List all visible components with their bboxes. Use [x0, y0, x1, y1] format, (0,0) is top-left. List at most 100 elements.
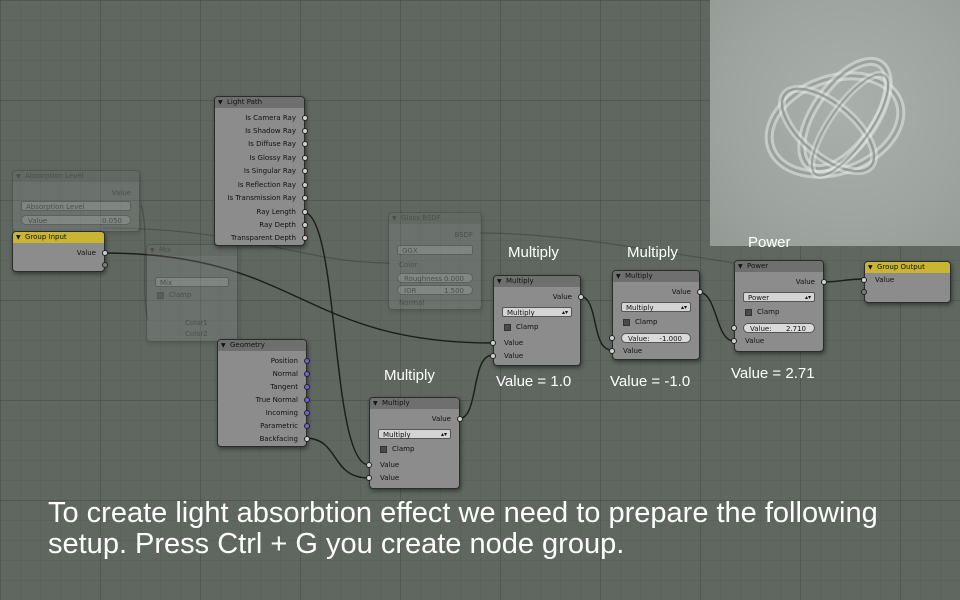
input-socket[interactable]	[490, 340, 496, 346]
output-socket[interactable]	[302, 235, 308, 241]
value-field[interactable]: Value:-1.000	[621, 333, 691, 343]
output-normal: Normal	[272, 370, 298, 378]
output-socket[interactable]	[578, 294, 584, 300]
output-socket[interactable]	[302, 115, 308, 121]
node-title: Multiply	[625, 272, 653, 280]
vector-output-socket[interactable]	[304, 397, 310, 403]
output-value: Value	[552, 293, 572, 301]
input-socket[interactable]	[609, 348, 615, 354]
output-socket[interactable]	[302, 182, 308, 188]
node-header[interactable]: ▼Light Path	[215, 97, 304, 108]
node-header[interactable]: ▼ Multiply	[613, 271, 699, 282]
wire-multiply-a-to-multiply-b	[457, 354, 494, 420]
color-label: Color	[399, 261, 418, 269]
value-field[interactable]: Value:2.710	[743, 323, 815, 333]
node-geometry[interactable]: ▼Geometry Position Normal Tangent True N…	[217, 339, 310, 447]
operation-select[interactable]: Multiply▴▾	[621, 302, 691, 312]
output-socket[interactable]	[302, 155, 308, 161]
vector-output-socket[interactable]	[304, 410, 310, 416]
collapse-arrow-icon: ▼	[150, 247, 155, 254]
collapse-arrow-icon[interactable]: ▼	[373, 400, 378, 407]
label-power: Power	[748, 234, 791, 251]
operation-select[interactable]: Multiply▴▾	[378, 429, 451, 439]
output-socket[interactable]	[302, 195, 308, 201]
dropdown-arrow-icon: ▴▾	[561, 309, 568, 316]
output-socket[interactable]	[102, 250, 108, 256]
clamp-checkbox[interactable]	[504, 324, 511, 331]
distribution-select: GGX	[397, 245, 473, 255]
node-header[interactable]: ▼Multiply	[494, 276, 580, 287]
vector-output-socket[interactable]	[304, 423, 310, 429]
output-socket[interactable]	[302, 168, 308, 174]
clamp-label: Clamp	[757, 308, 780, 316]
output-socket[interactable]	[304, 436, 310, 442]
collapse-arrow-icon[interactable]: ▼	[16, 234, 21, 241]
output-socket[interactable]	[302, 128, 308, 134]
label-value-power: Value = 2.71	[731, 365, 815, 382]
node-multiply-b[interactable]: ▼Multiply Value Multiply▴▾ Clamp Value V…	[490, 275, 584, 366]
output-socket[interactable]	[457, 416, 463, 422]
clamp-checkbox[interactable]	[745, 309, 752, 316]
clamp-checkbox[interactable]	[380, 446, 387, 453]
dropdown-arrow-icon: ▴▾	[440, 431, 447, 438]
output-backfacing: Backfacing	[259, 435, 298, 443]
output-is-glossy-ray: Is Glossy Ray	[249, 154, 296, 162]
collapse-arrow-icon[interactable]: ▼	[221, 342, 226, 349]
output-is-diffuse-ray: Is Diffuse Ray	[248, 140, 296, 148]
node-title: Multiply	[382, 399, 410, 407]
output-value: Value	[795, 278, 815, 286]
node-multiply-a[interactable]: ▼Multiply Value Multiply▴▾ Clamp Value V…	[366, 397, 463, 489]
node-group-output[interactable]: ▼Group Output Value	[861, 261, 951, 303]
node-header[interactable]: ▼Group Input	[13, 232, 104, 243]
node-header[interactable]: ▼Geometry	[218, 340, 306, 351]
label-value-c: Value = -1.0	[610, 373, 691, 390]
collapse-arrow-icon[interactable]: ▼	[497, 278, 502, 285]
collapse-arrow-icon[interactable]: ▼	[868, 264, 873, 271]
input-socket[interactable]	[861, 277, 867, 283]
output-is-reflection-ray: Is Reflection Ray	[237, 181, 296, 189]
clamp-label: Clamp	[516, 323, 539, 331]
render-preview[interactable]	[710, 0, 960, 246]
output-socket[interactable]	[302, 209, 308, 215]
vector-output-socket[interactable]	[304, 384, 310, 390]
empty-output-socket[interactable]	[102, 262, 108, 268]
vector-output-socket[interactable]	[304, 371, 310, 377]
node-header[interactable]: ▼ Multiply	[370, 398, 459, 409]
collapse-arrow-icon[interactable]: ▼	[218, 99, 223, 106]
tutorial-caption: To create light absorbtion effect we nee…	[48, 497, 878, 560]
vector-output-socket[interactable]	[304, 358, 310, 364]
output-socket[interactable]	[302, 141, 308, 147]
node-title: Power	[747, 262, 769, 270]
output-socket[interactable]	[821, 279, 827, 285]
ghost-node-absorption-level: ▼Absorption Level Value Absorption Level…	[12, 170, 140, 232]
collapse-arrow-icon[interactable]: ▼	[616, 273, 621, 280]
node-power[interactable]: ▼Power Value Power▴▾ Clamp Value:2.710 V…	[731, 260, 827, 352]
node-group-input[interactable]: ▼Group Input Value	[12, 231, 108, 272]
input-socket[interactable]	[490, 353, 496, 359]
output-socket[interactable]	[302, 222, 308, 228]
output-true-normal: True Normal	[255, 396, 298, 404]
node-header[interactable]: ▼ Power	[735, 261, 823, 272]
operation-select[interactable]: Multiply▴▾	[502, 307, 572, 317]
input-socket[interactable]	[609, 335, 615, 341]
operation-select[interactable]: Power▴▾	[743, 292, 815, 302]
collapse-arrow-icon[interactable]: ▼	[738, 263, 743, 270]
node-title: Absorption Level	[25, 172, 84, 180]
input-socket[interactable]	[731, 325, 737, 331]
output-socket[interactable]	[697, 289, 703, 295]
normal-label: Normal	[399, 299, 425, 307]
input-socket[interactable]	[366, 462, 372, 468]
input-socket[interactable]	[366, 475, 372, 481]
clamp-checkbox[interactable]	[623, 319, 630, 326]
node-header[interactable]: ▼Group Output	[865, 262, 950, 273]
clamp-label: Clamp	[635, 318, 658, 326]
node-multiply-c[interactable]: ▼Multiply Value Multiply▴▾ Clamp Value:-…	[609, 270, 703, 360]
clamp-checkbox	[157, 292, 164, 299]
node-light-path[interactable]: ▼Light Path Is Camera Ray Is Shadow Ray …	[214, 96, 308, 246]
node-title: Glass BSDF	[401, 214, 441, 222]
empty-input-socket[interactable]	[861, 289, 867, 295]
label-multiply-a: Multiply	[384, 367, 435, 384]
input-socket[interactable]	[731, 338, 737, 344]
